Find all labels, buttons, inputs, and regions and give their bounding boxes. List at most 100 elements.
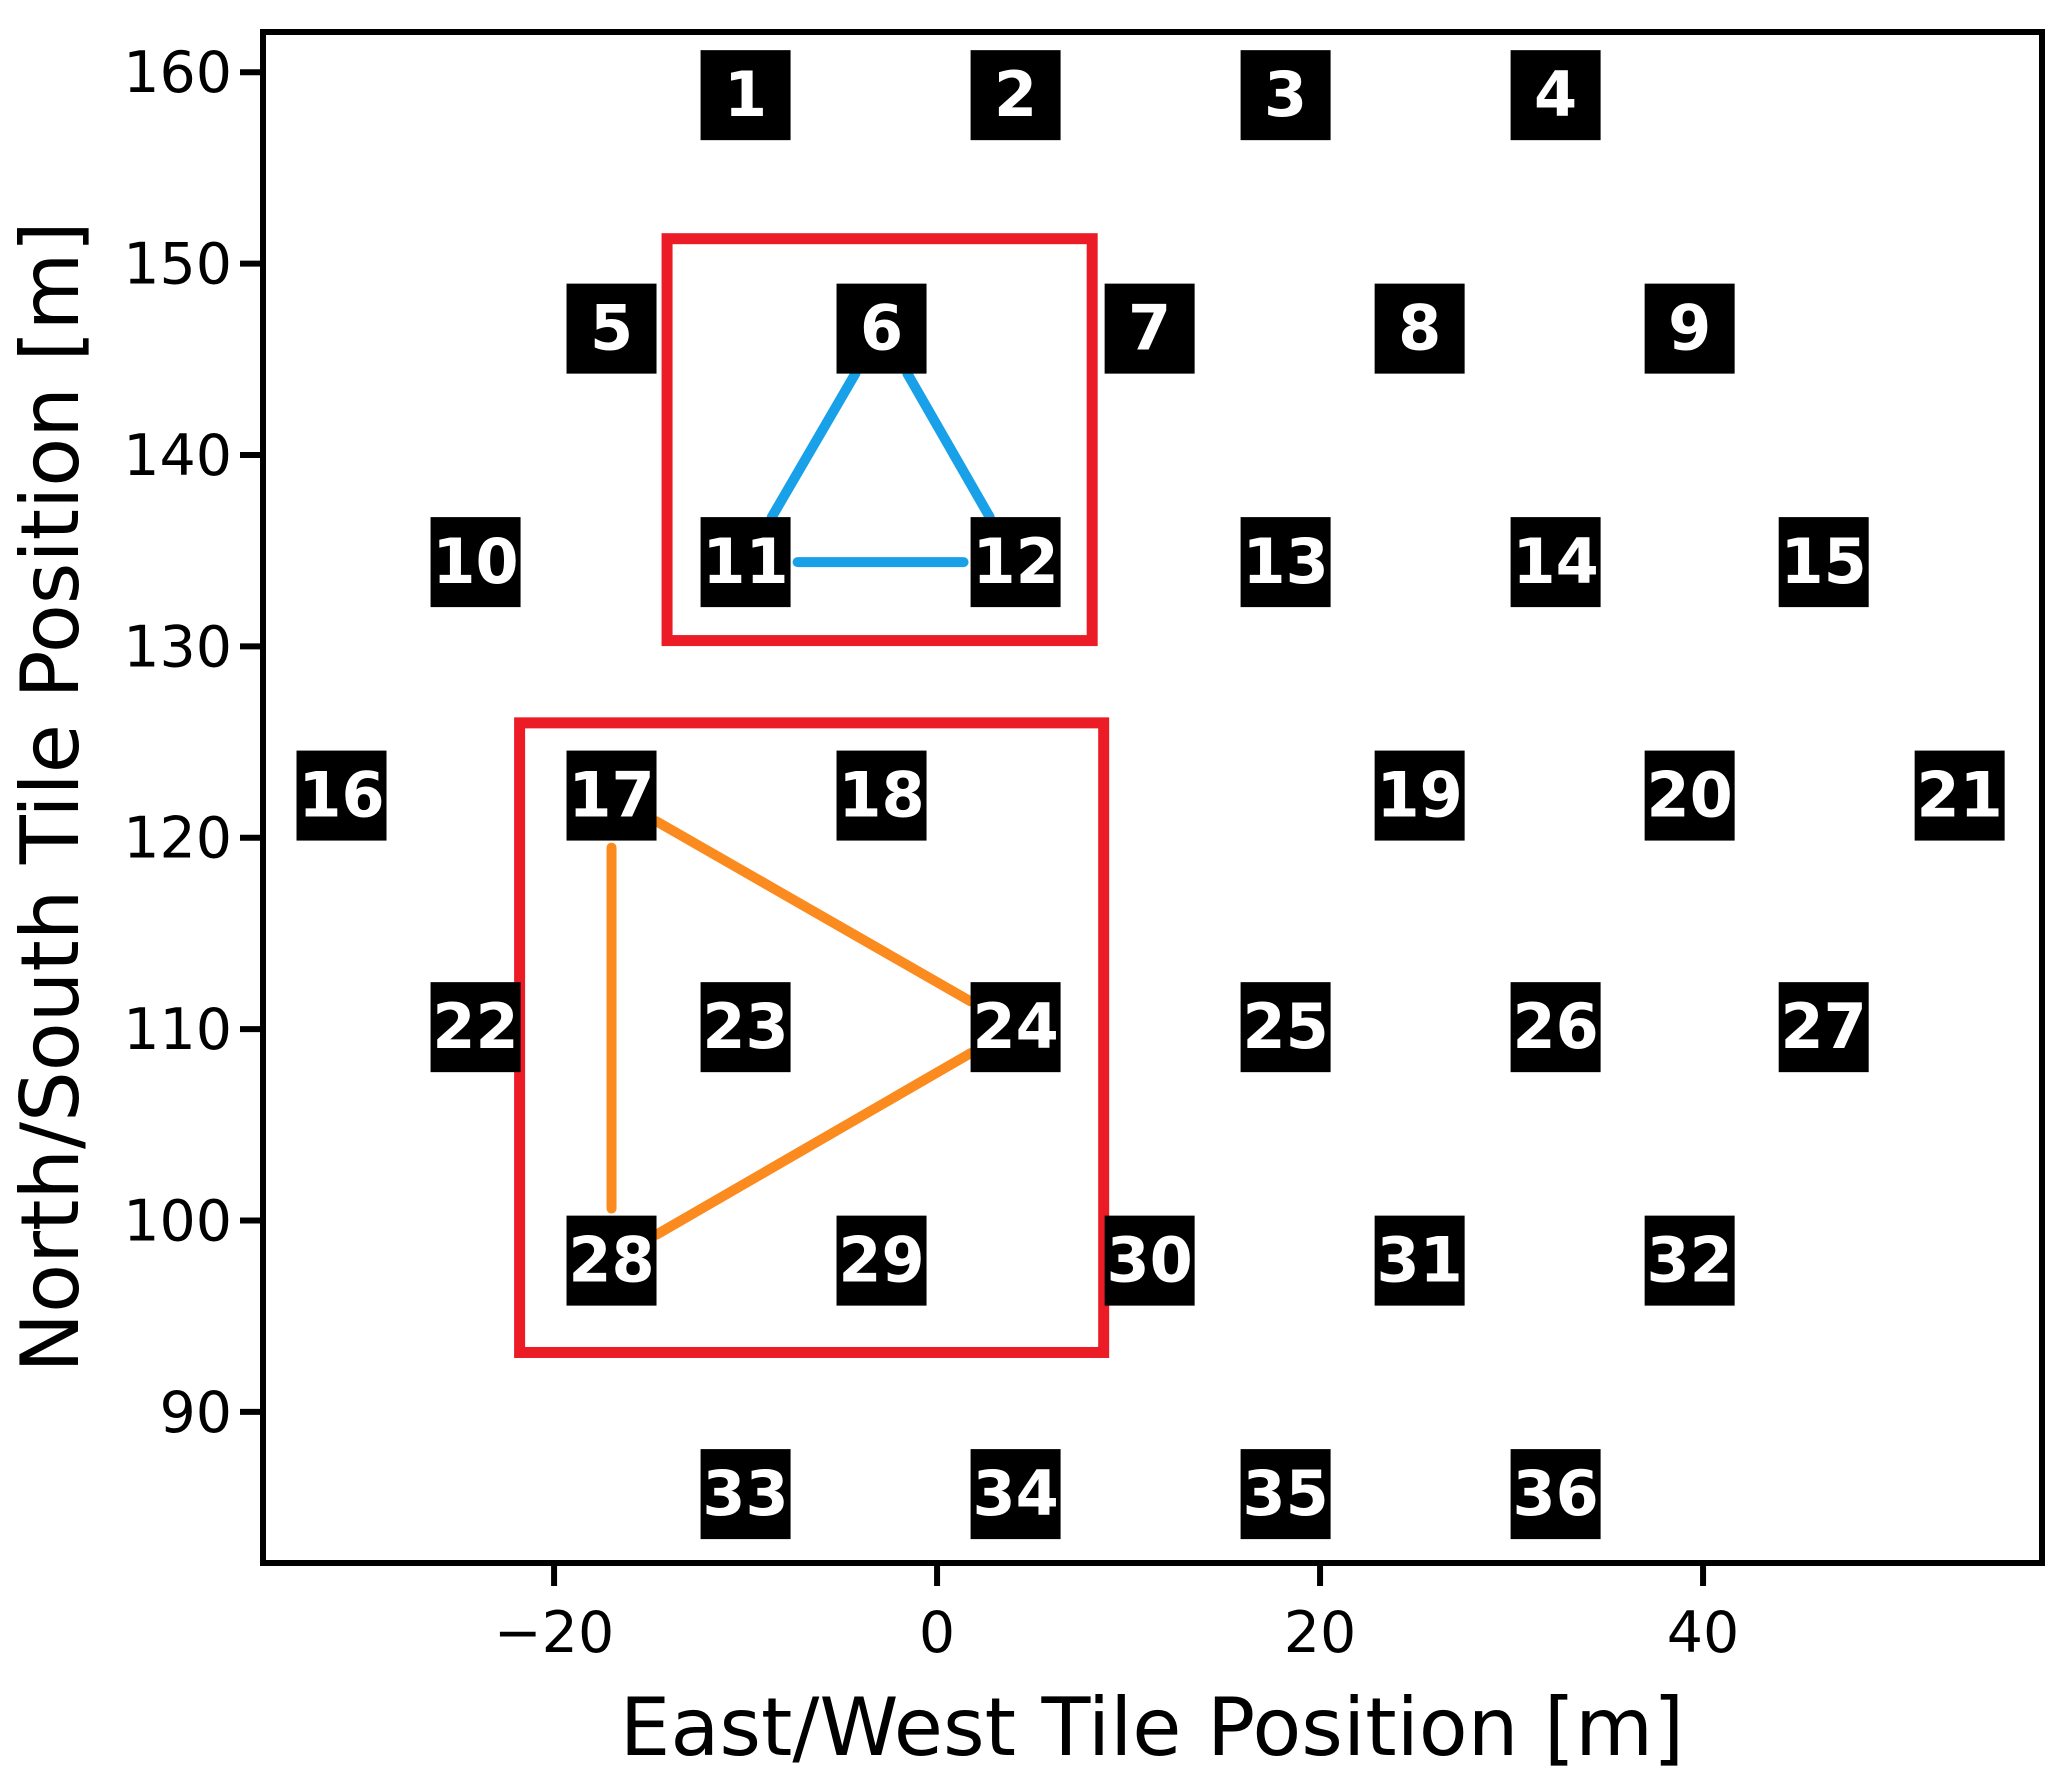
baseline-lower-triad-17-24 (651, 816, 976, 1007)
tile-21-marker: 21 (1914, 750, 2005, 841)
tile-33-square (700, 1449, 791, 1540)
tile-22-marker: 22 (430, 982, 521, 1073)
highlight-box-upper-triad-box (661, 233, 1098, 647)
tile-26-number: 26 (1512, 990, 1598, 1063)
tile-35-marker: 35 (1240, 1449, 1331, 1540)
tile-6-number: 6 (860, 292, 903, 365)
tile-11-marker: 11 (700, 517, 791, 608)
tile-20-marker: 20 (1644, 750, 1735, 841)
tile-3-number: 3 (1264, 58, 1307, 131)
tile-12-square (970, 517, 1061, 608)
tile-32-number: 32 (1647, 1224, 1733, 1297)
tile-18-square (836, 750, 927, 841)
tile-35-square (1240, 1449, 1331, 1540)
tile-13-number: 13 (1242, 525, 1328, 598)
tile-16-marker: 16 (296, 750, 387, 841)
tile-13-square (1240, 517, 1331, 608)
tile-26-marker: 26 (1510, 982, 1601, 1073)
y-tick-label: 90 (159, 1380, 232, 1446)
tile-5-square (566, 283, 657, 374)
tile-8-square (1374, 283, 1465, 374)
tile-24-marker: 24 (970, 982, 1061, 1073)
tile-30-number: 30 (1106, 1224, 1192, 1297)
tile-31-marker: 31 (1374, 1215, 1465, 1306)
tile-19-number: 19 (1376, 759, 1462, 832)
tile-16-number: 16 (298, 759, 384, 832)
tile-30-square (1104, 1215, 1195, 1306)
tile-2-marker: 2 (970, 50, 1061, 141)
tile-4-marker: 4 (1510, 50, 1601, 141)
baseline-upper-triad-6-11 (766, 368, 861, 523)
tile-6-square (836, 283, 927, 374)
tile-11-square (700, 517, 791, 608)
tile-14-number: 14 (1512, 525, 1598, 598)
tile-9-marker: 9 (1644, 283, 1735, 374)
tile-24-square (970, 982, 1061, 1073)
y-tick-label: 160 (123, 40, 232, 106)
tile-23-number: 23 (702, 990, 788, 1063)
tile-21-number: 21 (1917, 759, 2003, 832)
tile-26-square (1510, 982, 1601, 1073)
tile-34-square (970, 1449, 1061, 1540)
tile-29-square (836, 1215, 927, 1306)
tile-28-number: 28 (568, 1224, 654, 1297)
y-tick-label: 140 (123, 423, 232, 489)
tile-22-square (430, 982, 521, 1073)
y-tick-label: 150 (123, 232, 232, 298)
tile-17-square (566, 750, 657, 841)
tile-4-square (1510, 50, 1601, 141)
tile-19-marker: 19 (1374, 750, 1465, 841)
tile-9-number: 9 (1668, 292, 1711, 365)
tile-14-marker: 14 (1510, 517, 1601, 608)
tile-3-marker: 3 (1240, 50, 1331, 141)
tile-21-square (1914, 750, 2005, 841)
tile-32-square (1644, 1215, 1735, 1306)
tile-12-marker: 12 (970, 517, 1061, 608)
tile-13-marker: 13 (1240, 517, 1331, 608)
tile-15-square (1778, 517, 1869, 608)
tile-27-square (1778, 982, 1869, 1073)
tile-19-square (1374, 750, 1465, 841)
y-tick-label: 110 (123, 997, 232, 1063)
x-tick-label: 20 (1284, 1600, 1357, 1666)
tile-33-number: 33 (702, 1457, 788, 1530)
tile-14-square (1510, 517, 1601, 608)
tile-4-number: 4 (1534, 58, 1577, 131)
tile-23-marker: 23 (700, 982, 791, 1073)
x-tick-label: 0 (919, 1600, 955, 1666)
tile-34-number: 34 (972, 1457, 1058, 1530)
tile-6-marker: 6 (836, 283, 927, 374)
y-axis-label: North/South Tile Position [m] (4, 221, 97, 1372)
tile-1-square (700, 50, 791, 141)
tile-7-number: 7 (1128, 292, 1171, 365)
tile-28-marker: 28 (566, 1215, 657, 1306)
tile-20-square (1644, 750, 1735, 841)
tile-10-number: 10 (432, 525, 518, 598)
tile-15-number: 15 (1781, 525, 1867, 598)
tile-8-marker: 8 (1374, 283, 1465, 374)
tile-23-square (700, 982, 791, 1073)
tile-9-square (1644, 283, 1735, 374)
tile-5-marker: 5 (566, 283, 657, 374)
tile-34-marker: 34 (970, 1449, 1061, 1540)
y-tick-label: 120 (123, 806, 232, 872)
tile-15-marker: 15 (1778, 517, 1869, 608)
tile-11-number: 11 (702, 525, 788, 598)
tile-33-marker: 33 (700, 1449, 791, 1540)
tile-30-marker: 30 (1104, 1215, 1195, 1306)
tile-17-number: 17 (568, 759, 654, 832)
tile-25-square (1240, 982, 1331, 1073)
tile-36-square (1510, 1449, 1601, 1540)
tile-29-marker: 29 (836, 1215, 927, 1306)
tile-36-number: 36 (1512, 1457, 1598, 1530)
tile-7-marker: 7 (1104, 283, 1195, 374)
tile-29-number: 29 (838, 1224, 924, 1297)
tile-32-marker: 32 (1644, 1215, 1735, 1306)
tile-16-square (296, 750, 387, 841)
tile-7-square (1104, 283, 1195, 374)
tile-35-number: 35 (1242, 1457, 1328, 1530)
tile-17-marker: 17 (566, 750, 657, 841)
